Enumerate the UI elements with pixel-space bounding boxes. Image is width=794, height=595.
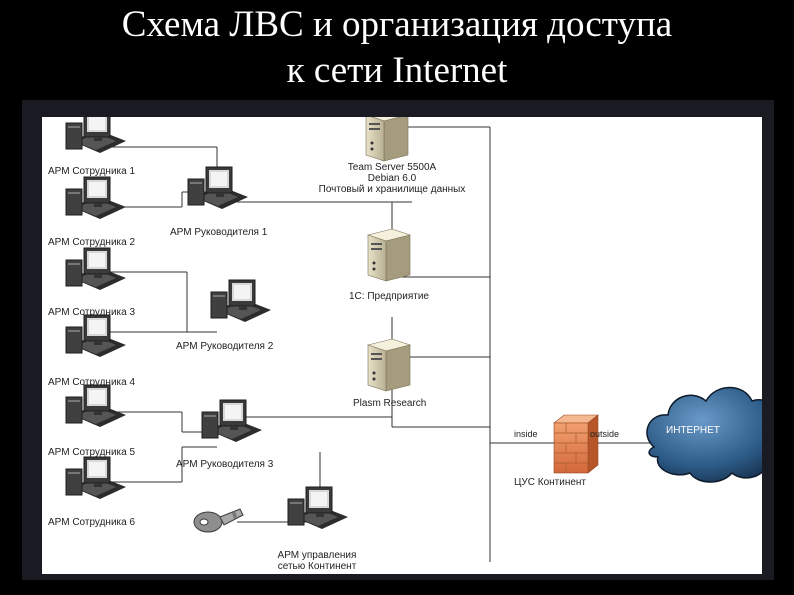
key-icon (193, 508, 244, 533)
gateway-label: ЦУС Континент (514, 477, 587, 488)
workstation-label: АРМ Руководителя 3 (176, 459, 274, 470)
computer-icon[interactable] (201, 399, 263, 443)
computer-icon[interactable] (65, 456, 127, 500)
computer-icon[interactable] (65, 314, 127, 358)
server-icon[interactable] (367, 228, 411, 282)
workstation-label: АРМ Сотрудника 6 (48, 517, 136, 528)
computer-icon[interactable] (65, 384, 127, 428)
computer-icon[interactable] (65, 176, 127, 220)
computer-icon[interactable] (287, 486, 349, 530)
cloud-icon[interactable] (646, 386, 762, 483)
workstation-label: АРМ Сотрудника 3 (48, 307, 136, 318)
title-line-1: Схема ЛВС и организация доступа (121, 4, 673, 45)
firewall-icon[interactable] (553, 414, 599, 474)
server-label: Plasm Research (353, 398, 427, 409)
computer-icon[interactable] (187, 166, 249, 210)
workstation-label: АРМ Сотрудника 2 (48, 237, 136, 248)
slide-title: Схема ЛВС и организация доступа к сети I… (0, 2, 794, 94)
workstation-label: АРМ Сотрудника 5 (48, 447, 136, 458)
workstation-label: АРМ Сотрудника 1 (48, 166, 136, 177)
computer-icon[interactable] (65, 247, 127, 291)
admin-workstation-label: АРМ управления сетью Континент (277, 550, 357, 572)
computer-icon[interactable] (65, 117, 127, 154)
inside-port-label: inside (514, 429, 538, 439)
server-label: Team Server 5500A Debian 6.0 Почтовый и … (318, 162, 466, 195)
server-label: 1С: Предприятие (349, 291, 429, 302)
computer-icon[interactable] (210, 279, 272, 323)
outside-port-label: outside (590, 429, 620, 439)
title-line-2: к сети Internet (286, 50, 508, 91)
internet-label: ИНТЕРНЕТ (666, 425, 720, 436)
diagram-svg (65, 117, 762, 562)
server-icon[interactable] (367, 338, 411, 392)
server-icon[interactable] (365, 117, 409, 162)
workstation-label: АРМ Руководителя 1 (170, 227, 268, 238)
network-diagram: АРМ Сотрудника 1 АРМ Сотрудника 2 АРМ Со… (42, 117, 762, 574)
workstation-label: АРМ Руководителя 2 (176, 341, 274, 352)
workstation-label: АРМ Сотрудника 4 (48, 377, 136, 388)
